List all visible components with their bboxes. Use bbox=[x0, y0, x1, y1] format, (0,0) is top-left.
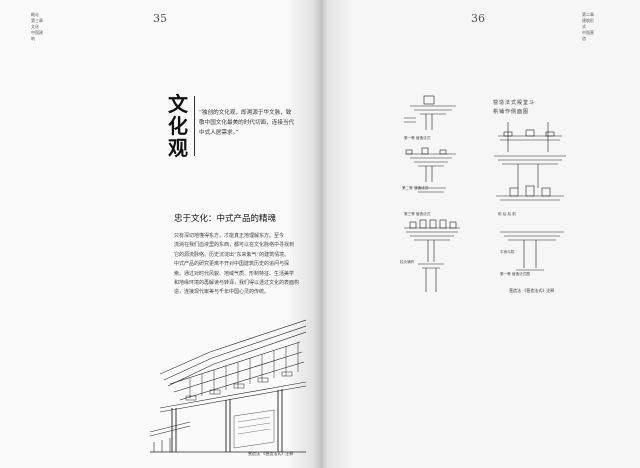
drawing-annotation: 第一等 营造法式图 bbox=[500, 272, 530, 276]
section-title: 文 化 观 bbox=[166, 93, 190, 159]
bracket-elevation-drawings bbox=[494, 122, 566, 271]
book-gutter-shadow bbox=[286, 0, 354, 468]
body-line: 只有深切地懂得东方，才能真正地理解东方。至今 bbox=[174, 233, 285, 239]
section-title-char: 化 bbox=[168, 114, 188, 138]
bracket-set-drawings bbox=[404, 95, 460, 292]
right-figure-caption: 营造法 《营造法式》注释 bbox=[509, 288, 555, 293]
title-divider bbox=[194, 96, 195, 156]
body-paragraph: 只有深切地懂得东方，才能真正地理解东方。至今 流淌在我们血液里的东西，都可以在文… bbox=[174, 232, 302, 298]
drawing-annotation: 第三等 营造法式 bbox=[404, 212, 431, 216]
timber-building-illustration bbox=[150, 319, 306, 453]
pull-quote: “独创的文化观，即溯源于华文脉，致 敬中国文化最美的时代切面，连接当代 中式人居… bbox=[199, 108, 303, 138]
drawing-annotation: 第二等 营造法式 bbox=[402, 186, 429, 190]
body-line: 流淌在我们血液里的东西，都可以在文化脉络中寻找到 bbox=[174, 242, 295, 249]
body-line: 中式产品的研究更离不开对中国建筑历史的追问与探 bbox=[174, 261, 290, 268]
left-figure-caption: 营造法 《营造法式》注释 bbox=[248, 451, 294, 456]
section-title-char: 文 bbox=[168, 92, 188, 116]
left-side-note-line: 第三章 文化 bbox=[31, 18, 43, 29]
body-line: 和地缘环境的再解读与转译，我们得以透过文化的表面构 bbox=[174, 280, 300, 287]
pull-quote-line: “独创的文化观，即溯源于华文脉，致 bbox=[199, 110, 292, 116]
pull-quote-line: 中式人居需求。” bbox=[199, 130, 239, 136]
drawing-annotation: 平身斗栱 bbox=[500, 250, 515, 254]
plate-title-line: 營造法式殿堂斗 bbox=[493, 100, 536, 106]
drawing-annotation: 柱头铺作 bbox=[400, 260, 415, 264]
right-side-note-line: 中国营造 bbox=[582, 30, 594, 41]
right-side-note: 第二章 建筑形式 中国营造 bbox=[582, 12, 596, 42]
right-side-note-line: 第二章 bbox=[582, 12, 594, 17]
body-line: 造，连接现代审美与千年中国心灵的传统。 bbox=[174, 289, 270, 296]
section-title-char: 观 bbox=[168, 136, 188, 160]
left-page bbox=[0, 0, 320, 468]
right-side-note-line: 建筑形式 bbox=[582, 18, 594, 29]
pull-quote-line: 敬中国文化最美的时代切面，连接当代 bbox=[199, 120, 295, 126]
body-line: 索。通过对时代风貌、地域气质、形制特征、生活美学 bbox=[174, 270, 295, 277]
subheading: 忠于文化：中式产品的精魂 bbox=[174, 214, 277, 224]
plate-title-line: 栱铺作侧面图 bbox=[493, 109, 530, 115]
body-line: 它的源流脉络。历史沉淀出“东来紫气”的建筑情境。 bbox=[174, 251, 290, 258]
drawing-annotation: 第一等 营造法式 bbox=[404, 136, 431, 140]
left-side-note-line: 中国建筑 bbox=[31, 30, 43, 41]
right-page-number: 36 bbox=[471, 12, 485, 25]
left-side-note: 概论 第三章 文化 中国建筑 bbox=[31, 12, 45, 42]
drawing-annotation: 前 后 后 前 bbox=[498, 212, 516, 216]
plate-title: 營造法式殿堂斗 栱铺作侧面图 bbox=[493, 99, 563, 117]
left-side-note-line: 概论 bbox=[31, 12, 39, 17]
right-page bbox=[320, 0, 640, 468]
left-page-number: 35 bbox=[153, 12, 167, 25]
